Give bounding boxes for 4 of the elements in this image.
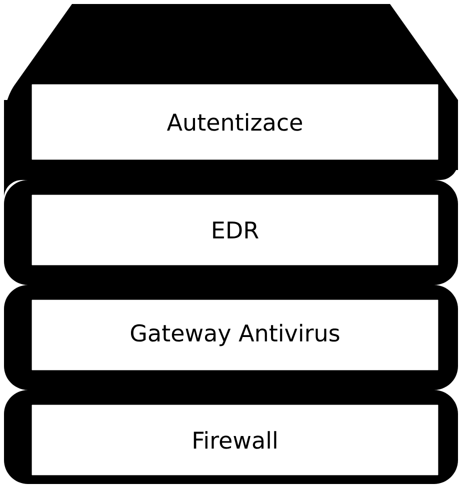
- layer-box: EDR: [32, 194, 438, 266]
- layer-box: Firewall: [32, 404, 438, 476]
- layer-box: Gateway Antivirus: [32, 300, 438, 370]
- layer-box: Autentizace: [32, 84, 438, 160]
